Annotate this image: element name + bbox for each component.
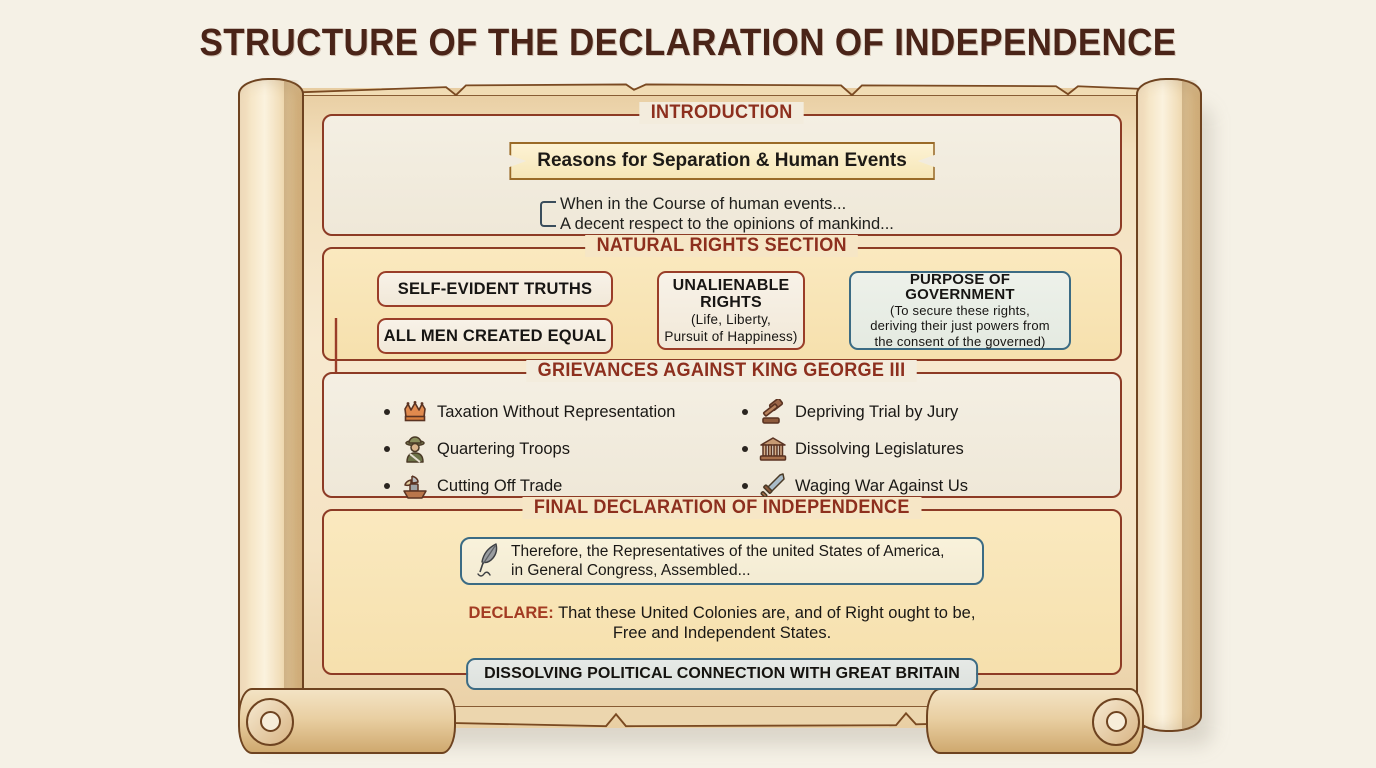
bullet-dot (384, 409, 390, 415)
bullet-dot (742, 446, 748, 452)
purpose-of-government-sub1: (To secure these rights, (890, 302, 1030, 318)
final-quote-line1: Therefore, the Representatives of the un… (511, 543, 945, 560)
final-quote-line2: in General Congress, Assembled... (511, 562, 751, 579)
introduction-banner: Reasons for Separation & Human Events (509, 142, 935, 180)
quill-icon (476, 542, 502, 580)
list-item: Depriving Trial by Jury (742, 396, 1100, 428)
grievance-label: Waging War Against Us (795, 476, 969, 495)
grievance-label: Depriving Trial by Jury (795, 402, 959, 421)
bullet-dot (384, 446, 390, 452)
declare-line1: That these United Colonies are, and of R… (553, 604, 976, 622)
capitol-icon (758, 435, 788, 463)
sections-container: INTRODUCTION Reasons for Separation & Hu… (322, 102, 1122, 690)
unalienable-rights-sub1: (Life, Liberty, (690, 311, 772, 327)
section-introduction: INTRODUCTION Reasons for Separation & Hu… (322, 102, 1122, 236)
unalienable-rights-line1: UNALIENABLE (672, 276, 790, 294)
page-title: STRUCTURE OF THE DECLARATION OF INDEPEND… (199, 22, 1177, 64)
purpose-of-government-sub2: deriving their just powers from (870, 318, 1050, 334)
gavel-icon (758, 398, 788, 426)
scroll-bottom-roll-left (238, 688, 456, 754)
grievances-list: Taxation Without Representation (384, 396, 1100, 502)
section-heading-natural-rights: NATURAL RIGHTS SECTION (324, 235, 1120, 257)
scroll-illustration: INTRODUCTION Reasons for Separation & Hu… (238, 78, 1212, 754)
brace-icon (540, 201, 556, 227)
introduction-quote-2: A decent respect to the opinions of mank… (560, 215, 894, 233)
scroll-roll-left (238, 78, 304, 732)
section-natural-rights: NATURAL RIGHTS SECTION SELF-EVIDENT TRUT… (322, 235, 1122, 435)
section-heading-grievances: GRIEVANCES AGAINST KING GEORGE III (324, 360, 1120, 382)
sword-icon (758, 472, 788, 500)
crown-icon (400, 398, 430, 426)
final-quote-box: Therefore, the Representatives of the un… (460, 537, 984, 585)
list-item: Taxation Without Representation (384, 396, 742, 428)
grievance-label: Quartering Troops (437, 439, 570, 458)
box-self-evident-truths: SELF-EVIDENT TRUTHS (377, 271, 613, 307)
bullet-dot (742, 409, 748, 415)
list-item: Dissolving Legislatures (742, 433, 1100, 465)
list-item: Quartering Troops (384, 433, 742, 465)
declare-label: DECLARE: (468, 604, 554, 622)
unalienable-rights-line2: RIGHTS (700, 293, 762, 311)
ship-icon (400, 472, 430, 500)
declare-statement: DECLARE: That these United Colonies are,… (324, 603, 1120, 643)
purpose-of-government-title: PURPOSE OF GOVERNMENT (905, 270, 1015, 304)
section-final-declaration: FINAL DECLARATION OF INDEPENDENCE Theref… (322, 497, 1122, 690)
list-item: Cutting Off Trade (384, 470, 742, 502)
soldier-icon (400, 435, 430, 463)
grievance-label: Cutting Off Trade (437, 476, 563, 495)
parchment-top-edge (296, 83, 1141, 96)
scroll-roll-right (1136, 78, 1202, 732)
introduction-quote-list: When in the Course of human events... A … (540, 194, 894, 234)
box-all-men-created-equal: ALL MEN CREATED EQUAL (377, 318, 613, 354)
dissolving-connection-badge: DISSOLVING POLITICAL CONNECTION WITH GRE… (466, 658, 978, 690)
bullet-dot (384, 483, 390, 489)
introduction-quote-1: When in the Course of human events... (560, 195, 847, 213)
section-grievances: GRIEVANCES AGAINST KING GEORGE III Tax (322, 360, 1122, 499)
declare-line2: Free and Independent States. (612, 624, 832, 642)
final-quote-text: Therefore, the Representatives of the un… (511, 542, 944, 580)
purpose-of-government-sub3: the consent of the governed) (874, 333, 1046, 349)
box-unalienable-rights: UNALIENABLE RIGHTS (Life, Liberty, Pursu… (657, 271, 805, 350)
grievance-label: Taxation Without Representation (437, 402, 676, 421)
bullet-dot (742, 483, 748, 489)
unalienable-rights-sub2: Pursuit of Happiness) (664, 328, 798, 344)
box-purpose-of-government: PURPOSE OF GOVERNMENT (To secure these r… (849, 271, 1071, 350)
grievance-label: Dissolving Legislatures (795, 439, 964, 458)
scroll-bottom-roll-right (926, 688, 1144, 754)
list-item: Waging War Against Us (742, 470, 1100, 502)
